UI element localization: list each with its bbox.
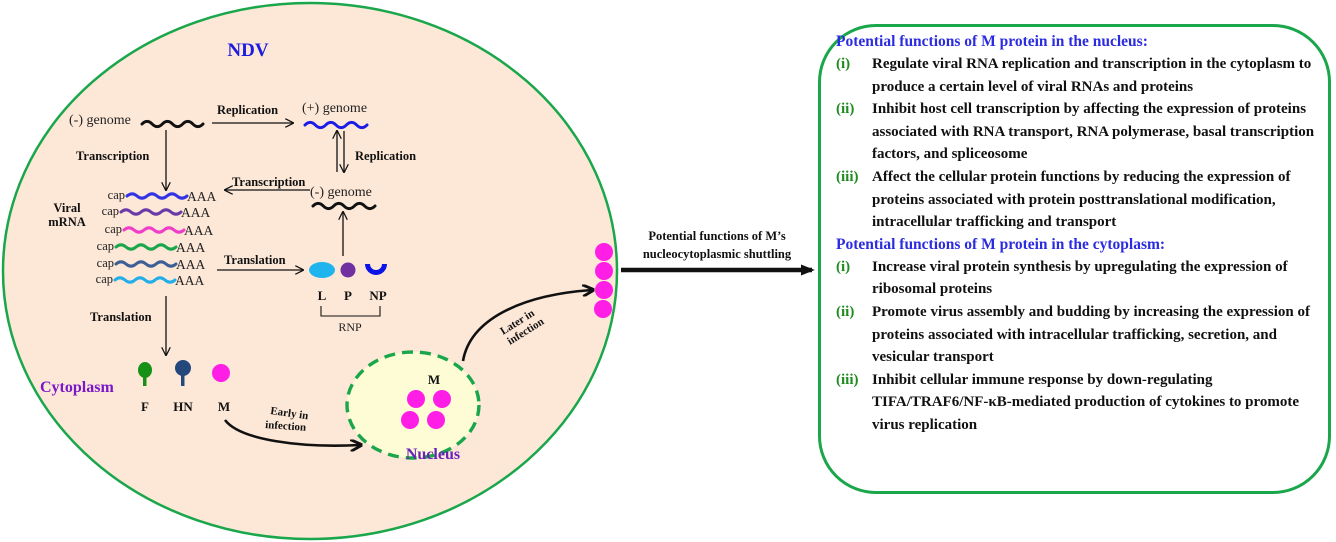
- rnp-l-label: L: [318, 288, 327, 303]
- mrna-cap-label: cap: [105, 222, 122, 236]
- cytoplasm-function-item: (i) Increase viral protein synthesis by …: [836, 256, 1331, 301]
- nucleus-label: Nucleus: [406, 446, 460, 463]
- later-infection-arrow: [461, 290, 592, 362]
- nucleus-function-item: (ii) Inhibit host cell transcription by …: [836, 98, 1331, 166]
- membrane-m-protein: [595, 243, 613, 261]
- hn-protein-icon: [175, 360, 191, 386]
- mrna-polya-tail-label: AAA: [187, 189, 216, 204]
- pos-genome-strand: [303, 120, 369, 130]
- rnp-p-label: P: [344, 288, 352, 303]
- mrna-cap-label: cap: [97, 256, 114, 270]
- nucleus-function-item: (iii) Affect the cellular protein functi…: [836, 166, 1331, 234]
- cytoplasm-function-item: (iii) Inhibit cellular immune response b…: [836, 369, 1331, 437]
- cytoplasm-function-item: (ii) Promote virus assembly and budding …: [836, 301, 1331, 369]
- l-protein-shape: [309, 262, 335, 278]
- viral-mrna-label-line2: mRNA: [48, 215, 86, 229]
- shuttling-label-line2: nucleocytoplasmic shuttling: [643, 247, 792, 261]
- transcription-left-label: Transcription: [76, 149, 149, 163]
- mrna-strand: [125, 192, 189, 200]
- neg-genome-top-label: (-) genome: [69, 113, 131, 128]
- translation-down-label: Translation: [90, 310, 152, 324]
- nucleus-m-protein: [427, 411, 445, 429]
- m-protein-icon: [212, 364, 230, 382]
- f-protein-icon: [138, 362, 152, 386]
- replication-top-label: Replication: [217, 103, 278, 117]
- nucleus-m-label: M: [428, 372, 440, 387]
- mrna-strand: [114, 260, 178, 268]
- membrane-m-protein: [594, 300, 612, 318]
- cytoplasm-label: Cytoplasm: [40, 379, 114, 396]
- nucleus-m-proteins: [401, 390, 451, 429]
- item-number: (ii): [836, 303, 855, 320]
- neg-genome-top-strand: [140, 119, 205, 129]
- pos-genome-label: (+) genome: [302, 101, 367, 116]
- mrna-polya-tail-label: AAA: [175, 273, 204, 288]
- membrane-m-protein: [595, 262, 613, 280]
- mrna-polya-tail-label: AAA: [176, 240, 205, 255]
- nucleus-m-protein: [401, 411, 419, 429]
- mrna-cap-label: cap: [102, 204, 119, 218]
- item-text: Regulate viral RNA replication and trans…: [872, 56, 1312, 95]
- membrane-m-proteins: [594, 243, 613, 318]
- item-number: (i): [836, 258, 851, 275]
- np-protein-shape: [365, 264, 387, 275]
- hn-protein-label: HN: [173, 399, 193, 414]
- functions-box: [818, 24, 1331, 494]
- mrna-polya-tail-label: AAA: [184, 223, 213, 238]
- mrna-polya-tail-label: AAA: [176, 257, 205, 272]
- nucleus-functions-title: Potential functions of M protein in the …: [836, 33, 1148, 50]
- translation-right-label: Translation: [224, 253, 286, 267]
- f-protein-label: F: [141, 399, 149, 414]
- early-infection-arrow: [223, 419, 360, 446]
- early-infection-label-line1: Early in: [270, 405, 310, 422]
- item-number: (i): [836, 56, 851, 72]
- item-number: (ii): [836, 101, 855, 118]
- nucleus-m-protein: [433, 390, 451, 408]
- mrna-cap-label: cap: [108, 188, 125, 202]
- mrna-strand: [114, 243, 178, 251]
- neg-genome-right-label: (-) genome: [310, 185, 372, 200]
- cytoplasm-functions-title: Potential functions of M protein in the …: [836, 235, 1166, 253]
- early-infection-label-line2: infection: [265, 419, 307, 434]
- functions-box-content: Potential functions of M protein in the …: [836, 31, 1331, 437]
- item-text: Inhibit cellular immune response by down…: [872, 371, 1300, 433]
- neg-genome-right-strand: [311, 201, 377, 211]
- rnp-label: RNP: [338, 320, 362, 334]
- mrna-strand: [122, 226, 186, 234]
- rnp-bracket: [320, 306, 381, 317]
- mrna-cap-label: cap: [97, 239, 114, 253]
- shuttling-label-line1: Potential functions of M’s: [648, 229, 786, 243]
- item-text: Affect the cellular protein functions by…: [872, 168, 1291, 231]
- item-number: (iii): [836, 168, 859, 185]
- rnp-np-label: NP: [369, 288, 386, 303]
- mrna-strand: [119, 208, 183, 216]
- mrna-strand: [113, 276, 177, 284]
- membrane-m-protein: [595, 281, 613, 299]
- replication-right-label: Replication: [355, 149, 416, 163]
- nucleus-function-item: (i) Regulate viral RNA replication and t…: [836, 53, 1331, 98]
- nucleus-m-protein: [407, 390, 425, 408]
- viral-mrna-label-line1: Viral: [53, 201, 81, 215]
- item-text: Increase viral protein synthesis by upre…: [872, 258, 1288, 298]
- m-protein-label: M: [218, 399, 230, 414]
- transcription-middle-label: Transcription: [232, 175, 305, 189]
- item-number: (iii): [836, 371, 859, 388]
- p-protein-shape: [340, 262, 356, 278]
- item-text: Promote virus assembly and budding by in…: [872, 303, 1310, 366]
- mrna-polya-tail-label: AAA: [181, 205, 210, 220]
- ndv-title: NDV: [227, 40, 268, 61]
- item-text: Inhibit host cell transcription by affec…: [872, 101, 1315, 163]
- mrna-cap-label: cap: [96, 272, 113, 286]
